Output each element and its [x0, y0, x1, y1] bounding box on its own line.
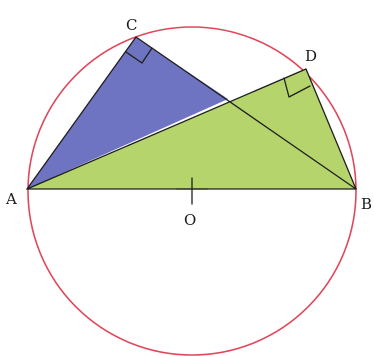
- label-a: A: [5, 190, 17, 208]
- triangle-adb: [27, 69, 356, 189]
- triangle-acb: [27, 37, 228, 189]
- segment-ad: [26, 68, 307, 190]
- label-b: B: [361, 195, 372, 213]
- label-o: O: [184, 211, 196, 229]
- label-c: C: [126, 16, 137, 34]
- segment-db: [305, 68, 357, 190]
- segment-ac: [26, 36, 137, 190]
- circumcircle: [27, 26, 357, 356]
- right-angle-marker-d: [283, 77, 311, 98]
- segment-cb: [135, 36, 357, 190]
- right-angle-marker-c: [125, 47, 153, 64]
- label-d: D: [305, 47, 317, 65]
